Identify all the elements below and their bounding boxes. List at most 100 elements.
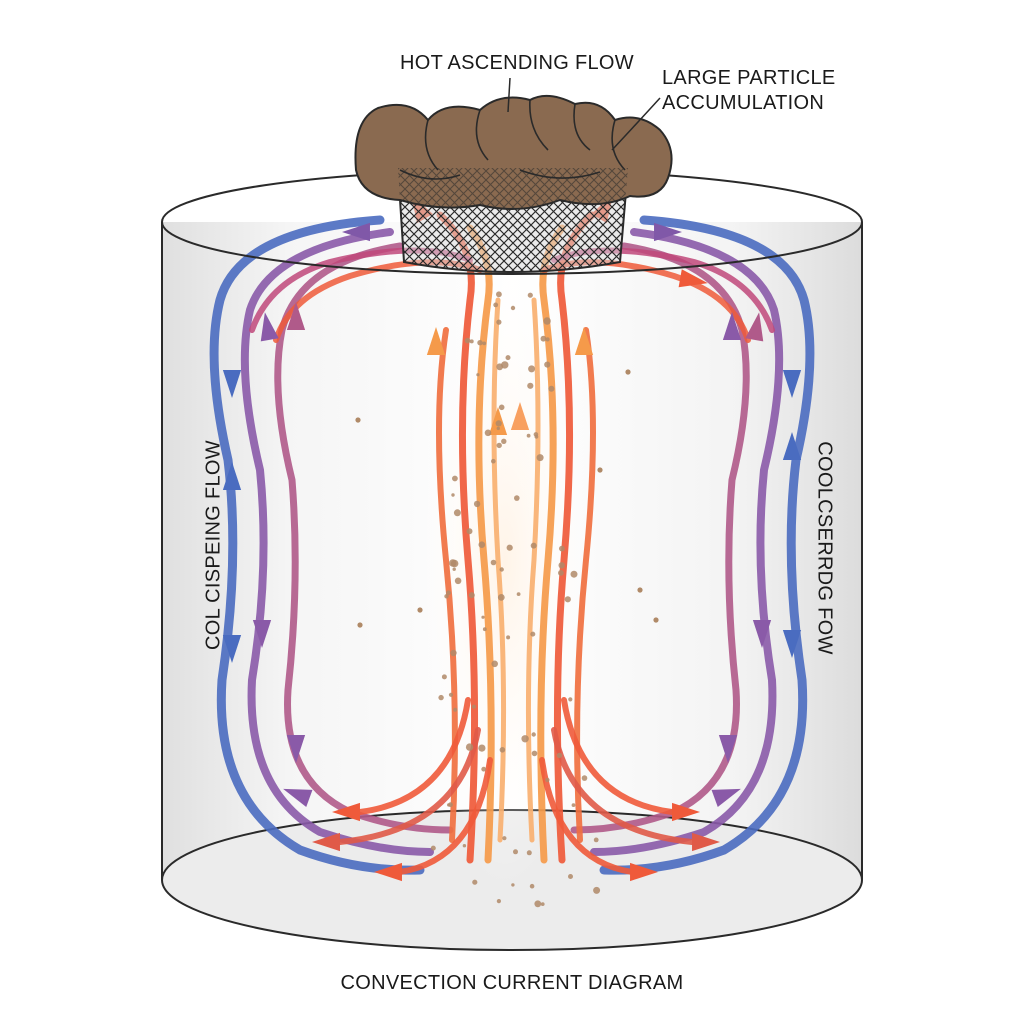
particle xyxy=(558,562,565,569)
particle xyxy=(468,592,475,599)
particle xyxy=(473,500,481,508)
particle xyxy=(571,803,576,807)
mirrored-flow-group xyxy=(599,215,815,875)
particle xyxy=(438,694,444,701)
particle xyxy=(526,850,532,856)
particle xyxy=(570,570,578,578)
flow-arrowhead xyxy=(222,370,242,398)
particle xyxy=(499,747,506,753)
particle xyxy=(496,899,501,904)
leader-hot-flow xyxy=(507,77,511,113)
particle xyxy=(448,692,454,697)
particle xyxy=(516,592,521,596)
particle xyxy=(597,467,603,473)
particle xyxy=(430,845,436,851)
particle xyxy=(527,292,533,298)
label-large-particle-line1: LARGE PARTICLE xyxy=(662,67,836,89)
particle xyxy=(491,660,499,668)
particle xyxy=(496,291,502,298)
diagram-title: CONVECTION CURRENT DIAGRAM xyxy=(340,972,684,994)
particle xyxy=(481,615,485,619)
flow-arrowhead xyxy=(252,620,272,648)
flow-arrowhead xyxy=(260,312,279,342)
particle xyxy=(449,559,457,567)
flow-arrowhead xyxy=(711,788,741,807)
cool-descending-flow-line xyxy=(599,215,815,875)
mirrored-flow-group xyxy=(561,697,675,815)
particle xyxy=(545,777,550,783)
particle xyxy=(441,674,447,680)
flow-arrowhead xyxy=(374,862,402,882)
spreading-flow-line xyxy=(337,727,481,845)
mirrored-flow-group xyxy=(590,228,784,856)
particle xyxy=(497,594,505,601)
particle xyxy=(471,704,476,709)
particle xyxy=(490,559,497,566)
particle xyxy=(558,570,564,576)
particle xyxy=(482,341,487,346)
flow-arrowhead xyxy=(332,802,360,822)
particle xyxy=(533,432,539,437)
particle xyxy=(472,879,478,885)
particle xyxy=(498,404,505,411)
flow-arrowhead xyxy=(678,269,708,288)
particle xyxy=(581,775,588,781)
particle xyxy=(478,744,486,752)
particle xyxy=(536,454,544,462)
flow-arrowhead xyxy=(510,402,530,430)
particle xyxy=(453,509,461,517)
particle xyxy=(499,567,504,572)
particle xyxy=(637,587,643,593)
particle xyxy=(559,545,565,552)
cool-descending-flow-line xyxy=(209,215,425,875)
particle xyxy=(529,883,535,889)
flow-arrowhead xyxy=(782,630,802,658)
particle xyxy=(540,335,547,342)
flow-arrowhead xyxy=(782,432,802,460)
particle xyxy=(495,420,502,427)
particle xyxy=(466,528,473,535)
particle xyxy=(476,373,480,377)
particle xyxy=(355,417,361,423)
flow-arrowhead xyxy=(286,735,306,763)
particle xyxy=(545,337,550,342)
label-large-particle-accumulation: LARGE PARTICLE ACCUMULATION xyxy=(662,66,836,116)
particle xyxy=(484,429,492,437)
particle xyxy=(593,837,599,843)
particle xyxy=(531,750,538,757)
particle xyxy=(556,752,563,759)
particle xyxy=(543,317,551,325)
particle xyxy=(454,577,462,585)
particle xyxy=(357,622,363,628)
flow-arrowhead xyxy=(692,832,720,852)
hot-ascending-flow-line xyxy=(466,224,495,864)
particle xyxy=(568,697,573,702)
particle xyxy=(482,627,487,632)
mirrored-flow-group xyxy=(574,327,596,843)
particle xyxy=(505,355,511,361)
particle xyxy=(501,438,507,444)
particle xyxy=(451,493,455,497)
mirrored-flow-group xyxy=(537,224,566,864)
flow-arrowhead xyxy=(630,862,658,882)
leader-large-particle xyxy=(611,97,661,151)
particle xyxy=(478,541,486,548)
particle xyxy=(593,886,601,894)
particle xyxy=(446,590,451,596)
particle xyxy=(452,567,456,571)
particle xyxy=(481,766,487,772)
mirrored-flow-group xyxy=(525,297,541,843)
suspended-particles xyxy=(355,291,659,908)
flow-arrowhead xyxy=(722,312,742,340)
label-left-flow: COL CISPEING FLOW xyxy=(202,440,225,650)
particle xyxy=(514,495,520,501)
particle xyxy=(491,458,496,464)
particle xyxy=(653,617,659,623)
hot-ascending-flow-line xyxy=(436,327,458,843)
flow-arrowhead xyxy=(672,802,700,822)
particle xyxy=(477,340,483,346)
flow-arrowhead xyxy=(782,370,802,398)
particle xyxy=(531,732,536,737)
flow-arrowhead xyxy=(426,327,446,355)
